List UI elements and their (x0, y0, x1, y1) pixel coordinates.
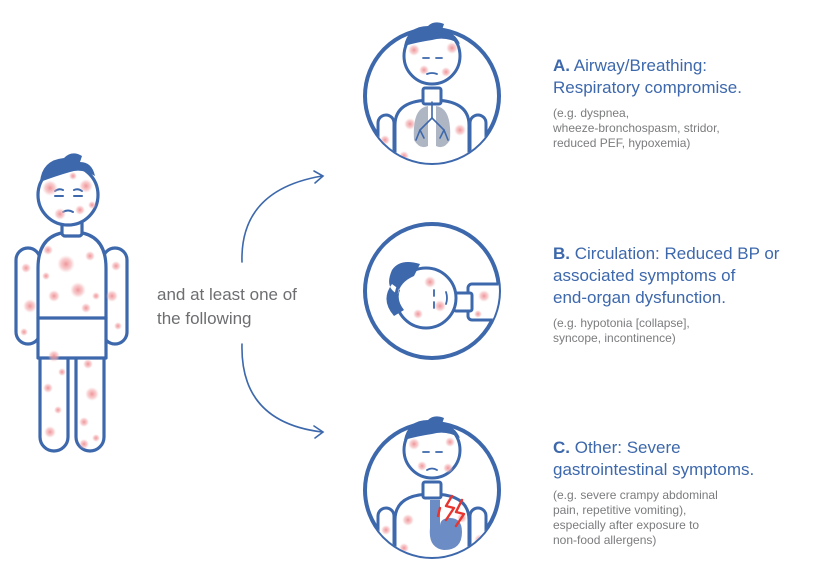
criterion-a-title-line-1: Airway/Breathing: (573, 56, 708, 75)
child-figure (14, 163, 129, 453)
example-line: (e.g. dyspnea, (553, 106, 630, 120)
criterion-b-title: B. Circulation: Reduced BP or associated… (553, 243, 815, 309)
stomach-pain-icon (363, 416, 501, 559)
criterion-c-title-line-1: Other: Severe (574, 438, 681, 457)
criterion-a: A. Airway/Breathing: Respiratory comprom… (553, 55, 815, 151)
example-line: pain, repetitive vomiting), (553, 503, 687, 517)
example-line: wheeze-bronchospasm, stridor, (553, 121, 720, 135)
criterion-b-title-line-1: Circulation: Reduced BP or (574, 244, 780, 263)
arrow-up (241, 175, 323, 263)
lungs-icon (363, 22, 501, 165)
criterion-c-letter: C. (553, 438, 570, 457)
pain-bolts (436, 494, 466, 528)
criterion-a-title: A. Airway/Breathing: Respiratory comprom… (553, 55, 815, 99)
criterion-b-letter: B. (553, 244, 570, 263)
rash-spots (20, 172, 122, 449)
hair (40, 153, 95, 182)
lungs (413, 101, 451, 148)
criterion-b: B. Circulation: Reduced BP or associated… (553, 243, 815, 346)
criterion-b-title-line-3: end-organ dysfunction. (553, 288, 726, 307)
example-line: non-food allergens) (553, 533, 657, 547)
criterion-c-title-line-2: gastrointestinal symptoms. (553, 460, 755, 479)
criterion-a-letter: A. (553, 56, 570, 75)
connector-text: and at least one of the following (157, 283, 297, 331)
criterion-a-title-line-2: Respiratory compromise. (553, 78, 742, 97)
criterion-a-examples: (e.g. dyspnea, wheeze-bronchospasm, stri… (553, 106, 815, 151)
criterion-c-examples: (e.g. severe crampy abdominal pain, repe… (553, 488, 815, 548)
criterion-c: C. Other: Severe gastrointestinal sympto… (553, 437, 815, 548)
connector-line-2: the following (157, 309, 252, 328)
example-line: (e.g. severe crampy abdominal (553, 488, 718, 502)
arrows (241, 170, 325, 439)
example-line: reduced PEF, hypoxemia) (553, 136, 691, 150)
criterion-b-title-line-2: associated symptoms of (553, 266, 736, 285)
connector-line-1: and at least one of (157, 285, 297, 304)
example-line: especially after exposure to (553, 518, 700, 532)
example-line: syncope, incontinence) (553, 331, 676, 345)
criterion-b-examples: (e.g. hypotonia [collapse], syncope, inc… (553, 316, 815, 346)
collapsed-person-icon (363, 222, 501, 360)
arrow-down (241, 343, 323, 433)
example-line: (e.g. hypotonia [collapse], (553, 316, 690, 330)
criterion-c-title: C. Other: Severe gastrointestinal sympto… (553, 437, 815, 481)
